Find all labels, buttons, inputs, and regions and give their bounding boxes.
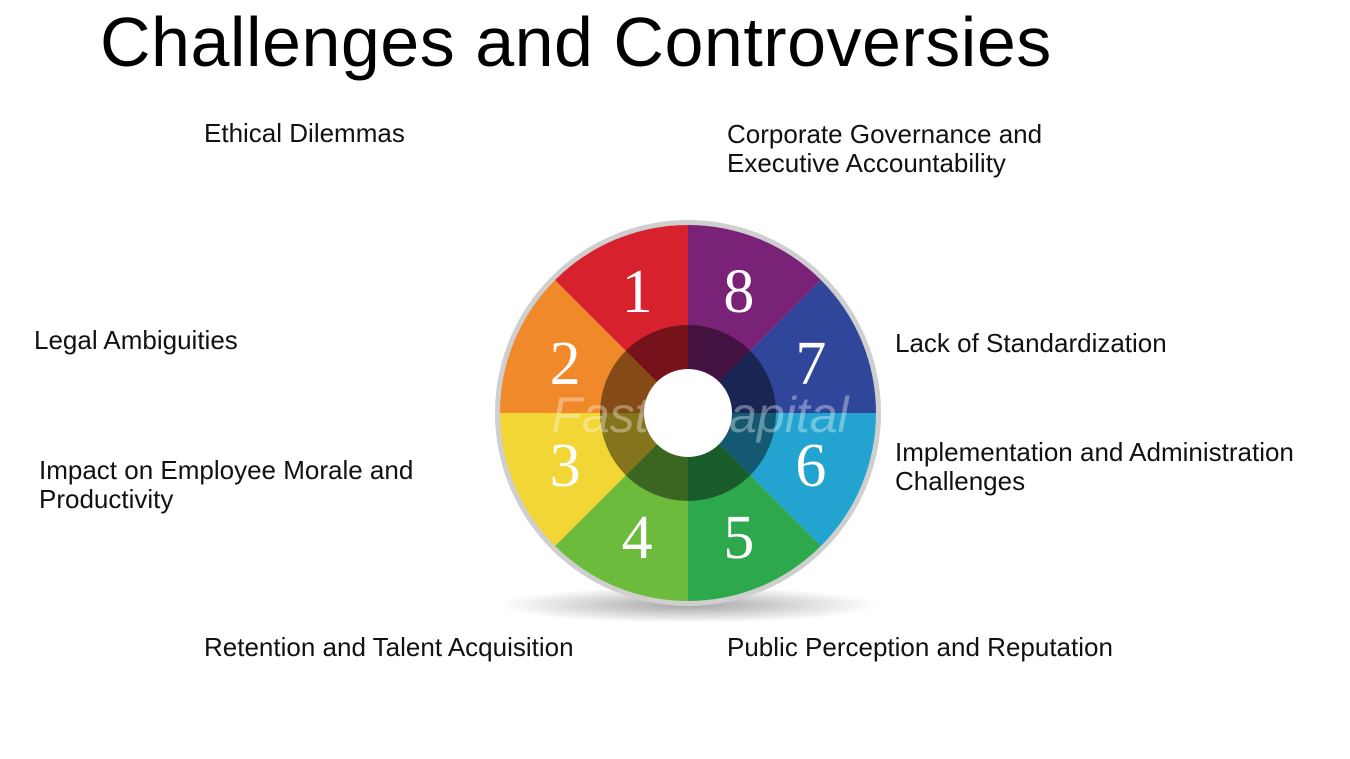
wheel-number-7: 7 — [795, 330, 826, 398]
wheel-number-3: 3 — [550, 432, 581, 500]
segment-label-1-line-1: Ethical Dilemmas — [204, 118, 405, 148]
segment-label-8: Corporate Governance and Executive Accou… — [727, 120, 1042, 178]
segment-label-5-line-1: Public Perception and Reputation — [727, 632, 1113, 662]
segment-label-7: Lack of Standardization — [895, 329, 1167, 358]
segment-label-8-line-1: Corporate Governance and — [727, 119, 1043, 149]
segment-label-3-line-2: Productivity — [39, 484, 174, 514]
segment-wheel: FasterCapital 87 65 43 21 — [495, 220, 881, 623]
segment-label-4: Retention and Talent Acquisition — [204, 633, 574, 662]
segment-label-2: Legal Ambiguities — [34, 326, 238, 355]
segment-label-7-line-1: Lack of Standardization — [895, 328, 1167, 358]
wheel-number-8: 8 — [723, 258, 754, 326]
segment-label-3-line-1: Impact on Employee Morale and — [39, 455, 414, 485]
segment-label-1: Ethical Dilemmas — [204, 119, 405, 148]
watermark-text: FasterCapital — [551, 387, 850, 443]
wheel-number-1: 1 — [622, 258, 653, 326]
segment-label-5: Public Perception and Reputation — [727, 633, 1113, 662]
segment-label-3: Impact on Employee Morale and Productivi… — [39, 456, 413, 514]
segment-label-6-line-1: Implementation and Administration — [895, 437, 1294, 467]
segment-label-2-line-1: Legal Ambiguities — [34, 325, 238, 355]
segment-label-4-line-1: Retention and Talent Acquisition — [204, 632, 574, 662]
wheel-number-4: 4 — [622, 504, 653, 572]
segment-label-6-line-2: Challenges — [895, 466, 1026, 496]
wheel-number-5: 5 — [723, 504, 754, 572]
segment-label-6: Implementation and Administration Challe… — [895, 438, 1294, 496]
wheel-number-6: 6 — [795, 432, 826, 500]
segment-label-8-line-2: Executive Accountability — [727, 148, 1006, 178]
wheel-number-2: 2 — [550, 330, 581, 398]
wheel-center-hole — [644, 369, 732, 457]
page-title: Challenges and Controversies — [100, 3, 1052, 81]
